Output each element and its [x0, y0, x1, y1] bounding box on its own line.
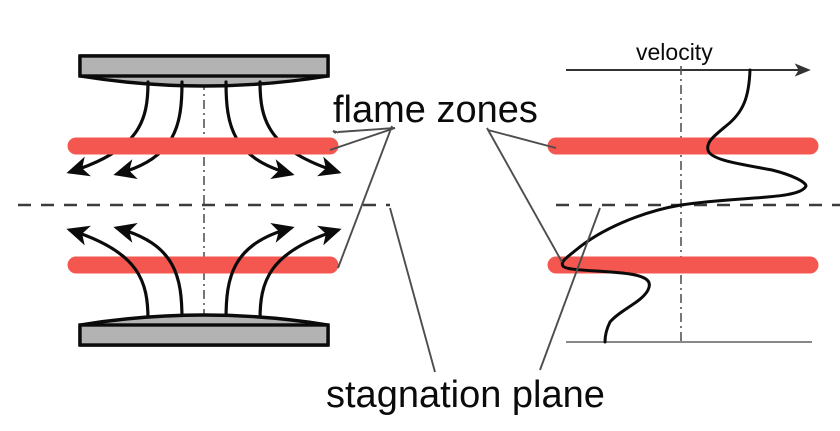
streamline-bottom-outer-right — [258, 225, 342, 322]
streamline-bottom-outer-left — [66, 225, 150, 322]
left-panel-counterflow-burner — [18, 54, 390, 347]
streamline-top-outer-left — [66, 80, 150, 177]
leader-flame-to-top-left-b — [329, 127, 396, 151]
burner-plate-bottom-rect — [78, 323, 330, 347]
velocity-profile-curve — [560, 68, 808, 344]
label-flame-zones: flame zones — [333, 89, 538, 131]
leader-flame-to-bottom-left — [337, 125, 393, 269]
leader-stub — [336, 131, 339, 134]
leader-stagnation-left — [389, 207, 436, 373]
right-panel-velocity-profile — [547, 63, 840, 344]
streamline-bottom-inner-right — [224, 222, 295, 322]
burner-plate-top — [78, 54, 330, 88]
label-velocity-axis: velocity — [636, 39, 713, 65]
leader-lines — [329, 125, 601, 373]
burner-plate-top-rect — [78, 54, 330, 78]
label-stagnation-plane: stagnation plane — [326, 374, 605, 416]
streamline-bottom-inner-left — [113, 222, 184, 322]
burner-plate-bottom — [78, 313, 330, 347]
streamline-top-outer-right — [258, 80, 342, 177]
leader-flame-to-top-right — [487, 129, 557, 149]
leader-flame-to-top-left-a — [337, 127, 396, 133]
streamlines-bottom — [66, 222, 342, 322]
leader-flame-to-bottom-right — [486, 127, 563, 263]
leader-noop — [332, 130, 338, 134]
leader-stagnation-right — [539, 207, 601, 371]
